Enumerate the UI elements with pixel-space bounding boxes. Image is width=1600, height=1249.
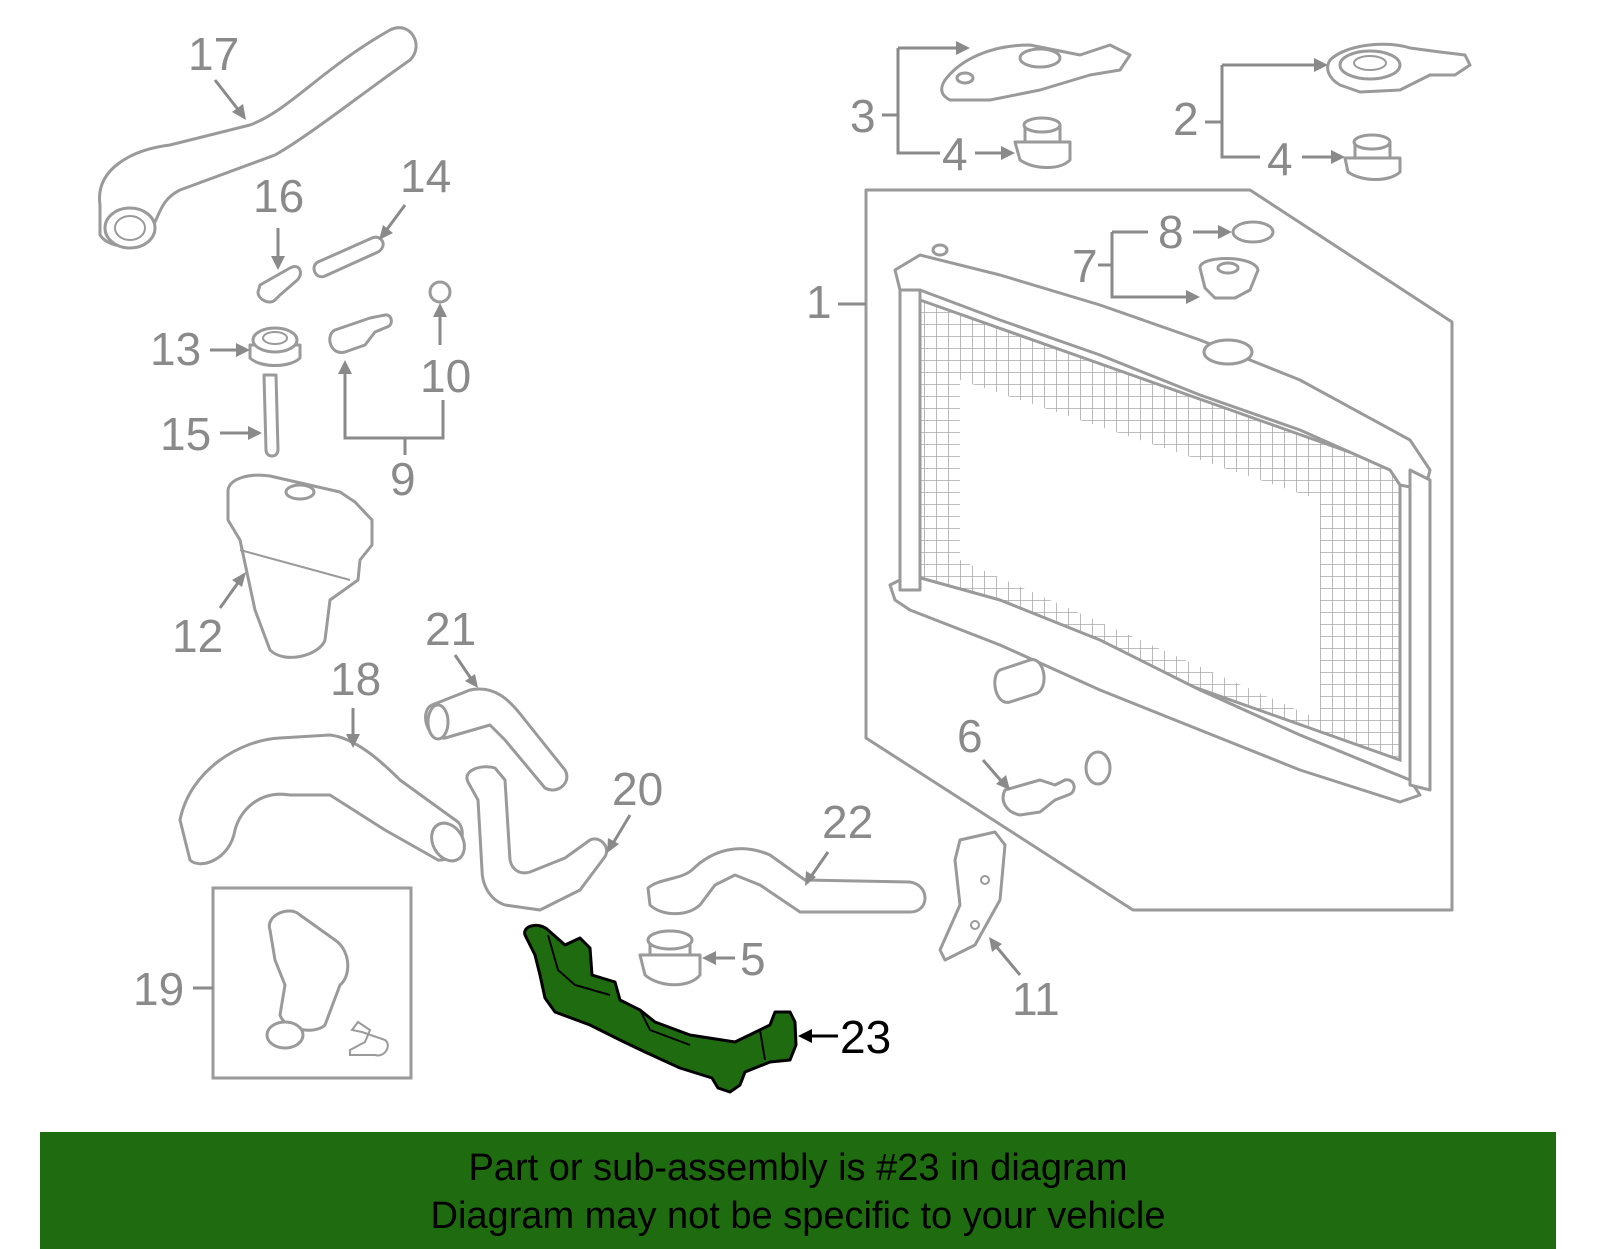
callout-17: 17: [188, 28, 246, 120]
callout-14-label: 14: [400, 150, 451, 202]
part-4-mount-a: [1013, 116, 1072, 169]
part-22-hose: [646, 847, 927, 916]
callout-7: 7: [1072, 230, 1200, 304]
callout-21: 21: [425, 603, 478, 688]
callout-6: 6: [957, 710, 1010, 790]
banner-line-2: Diagram may not be specific to your vehi…: [430, 1195, 1166, 1237]
footer-banner: Part or sub-assembly is #23 in diagram D…: [40, 1132, 1556, 1249]
callout-5: 5: [702, 933, 766, 985]
callout-9: 9: [338, 360, 445, 505]
banner-line-1: Part or sub-assembly is #23 in diagram: [468, 1147, 1128, 1189]
callout-15: 15: [160, 408, 262, 460]
part-2-cap-bracket: [1326, 42, 1472, 94]
callout-21-label: 21: [425, 603, 476, 655]
callout-19: 19: [133, 963, 213, 1015]
callout-16-label: 16: [253, 170, 304, 222]
part-18-lower-hose: [178, 733, 466, 866]
callout-7-label: 7: [1072, 240, 1098, 292]
part-17-upper-radiator-hose: [98, 26, 418, 250]
callout-18-label: 18: [330, 653, 381, 705]
callout-12-label: 12: [172, 610, 223, 662]
callout-4a: 4: [942, 128, 1015, 180]
callout-2: 2: [1173, 58, 1328, 159]
part-1-radiator-assembly: [864, 188, 1454, 912]
callout-9-label: 9: [390, 453, 416, 505]
part-14-pipe: [312, 235, 385, 279]
callout-5-label: 5: [740, 933, 766, 985]
callout-13: 13: [150, 323, 250, 375]
callout-20: 20: [607, 763, 663, 853]
callout-2-label: 2: [1173, 93, 1199, 145]
callout-23: 23: [798, 1011, 891, 1063]
callout-8-label: 8: [1158, 206, 1184, 258]
callout-6-label: 6: [957, 710, 983, 762]
callout-14: 14: [379, 150, 451, 240]
part-21-hose: [424, 687, 569, 792]
part-3-bracket: [940, 43, 1132, 102]
part-15-tube: [262, 373, 280, 458]
callout-10: 10: [420, 303, 471, 402]
part-4-mount-b: [1343, 133, 1402, 181]
part-7-radiator-cap: [1198, 257, 1260, 300]
part-10-o-ring: [428, 280, 452, 304]
callout-11-label: 11: [1012, 973, 1060, 1025]
callout-22-label: 22: [822, 796, 873, 848]
callout-17-label: 17: [188, 28, 239, 80]
callout-19-label: 19: [133, 963, 184, 1015]
part-13-bushing: [248, 326, 302, 367]
callout-8: 8: [1158, 206, 1232, 258]
part-11-bracket: [938, 830, 1007, 962]
callout-3-label: 3: [850, 90, 876, 142]
part-9-sensor: [328, 313, 393, 354]
callout-20-label: 20: [612, 763, 663, 815]
part-16-fitting: [256, 265, 302, 304]
callout-1: 1: [806, 276, 866, 328]
callout-16: 16: [253, 170, 304, 270]
callout-12: 12: [172, 572, 246, 662]
callout-15-label: 15: [160, 408, 211, 460]
part-5-bushing: [638, 929, 702, 987]
part-6-drain-plug: [1001, 750, 1112, 817]
part-8-o-ring: [1231, 220, 1275, 244]
callout-13-label: 13: [150, 323, 201, 375]
part-19-inset: [211, 886, 413, 1080]
callout-10-label: 10: [420, 350, 471, 402]
callout-3: 3: [850, 41, 970, 155]
callout-18: 18: [330, 653, 381, 748]
part-23-highlighted-bracket[interactable]: [523, 923, 798, 1094]
part-20-hose: [465, 765, 609, 912]
callout-4b: 4: [1267, 133, 1345, 185]
part-12-coolant-reservoir: [226, 473, 374, 659]
callout-22: 22: [805, 796, 873, 886]
callout-4b-label: 4: [1267, 133, 1293, 185]
callout-23-label: 23: [840, 1011, 891, 1063]
callout-11: 11: [989, 937, 1060, 1025]
callout-4a-label: 4: [942, 128, 968, 180]
callout-1-label: 1: [806, 276, 832, 328]
